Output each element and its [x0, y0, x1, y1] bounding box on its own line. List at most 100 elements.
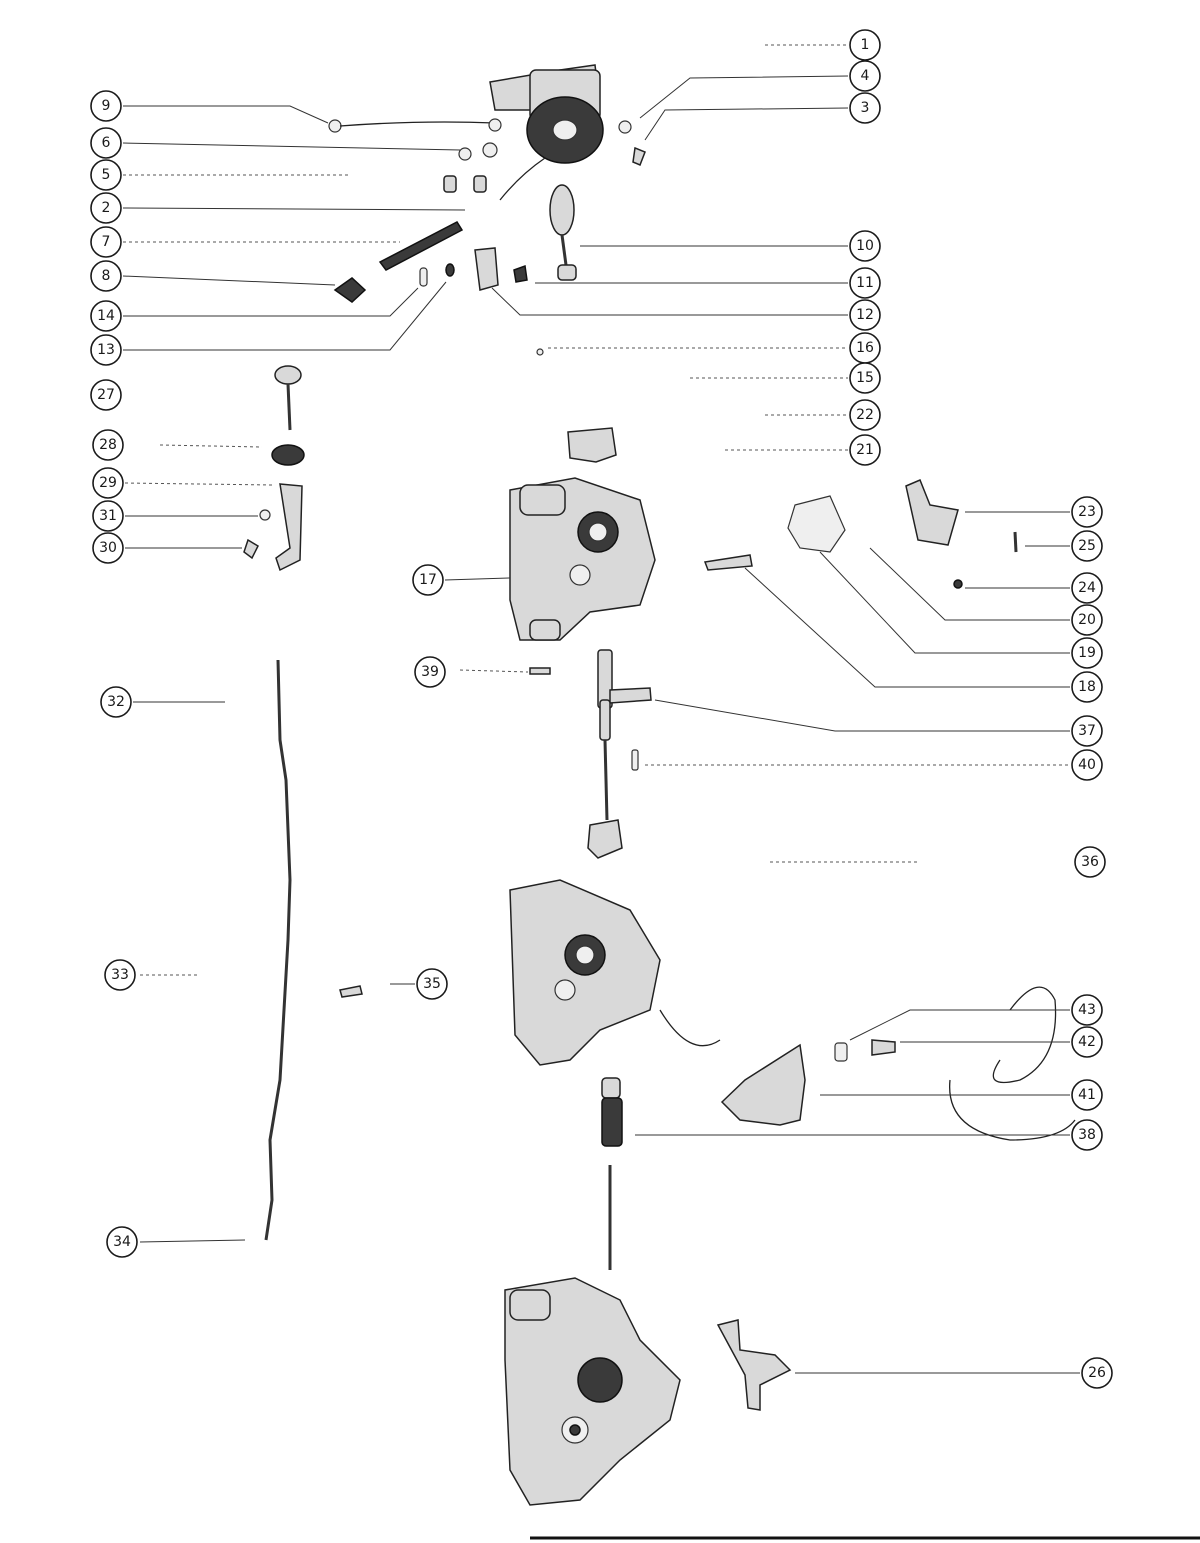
- svg-text:8: 8: [102, 268, 111, 284]
- callout-25: 25: [1071, 530, 1103, 562]
- callout-38: 38: [1071, 1119, 1103, 1151]
- svg-text:36: 36: [1081, 854, 1099, 870]
- svg-text:14: 14: [97, 308, 115, 324]
- svg-text:19: 19: [1078, 645, 1096, 661]
- lever: [275, 483, 303, 572]
- ground-wire: [328, 118, 502, 133]
- svg-text:35: 35: [423, 976, 441, 992]
- callouts: 1 4 3 9 6 5 2 7 8 14 13 10 11 12 16 15 2…: [90, 29, 1113, 1389]
- callout-19: 19: [1071, 637, 1103, 669]
- svg-text:13: 13: [97, 342, 115, 358]
- svg-text:39: 39: [421, 664, 439, 680]
- callout-5: 5: [90, 159, 122, 191]
- svg-text:15: 15: [856, 370, 874, 386]
- nuts: [458, 142, 498, 161]
- callout-36: 36: [1074, 846, 1106, 878]
- wire-loop: [949, 986, 1076, 1141]
- callout-23: 23: [1071, 496, 1103, 528]
- washer: [618, 120, 632, 134]
- callout-11: 11: [849, 267, 881, 299]
- callout-7: 7: [90, 226, 122, 258]
- callout-18: 18: [1071, 671, 1103, 703]
- svg-text:17: 17: [419, 572, 437, 588]
- callout-42: 42: [1071, 1026, 1103, 1058]
- link-rod: [587, 699, 623, 859]
- callout-15: 15: [849, 362, 881, 394]
- callout-27: 27: [90, 379, 122, 411]
- carburetor-bottom: [504, 1277, 681, 1506]
- callout-16: 16: [849, 332, 881, 364]
- leader-lines: [122, 44, 1080, 1374]
- svg-text:6: 6: [102, 135, 111, 151]
- svg-text:9: 9: [102, 98, 111, 114]
- callout-1: 1: [849, 29, 881, 61]
- svg-text:31: 31: [99, 508, 117, 524]
- callout-12: 12: [849, 299, 881, 331]
- svg-text:23: 23: [1078, 504, 1096, 520]
- svg-text:38: 38: [1078, 1127, 1096, 1143]
- callout-29: 29: [92, 467, 124, 499]
- callout-40: 40: [1071, 749, 1103, 781]
- washer-lever: [259, 509, 271, 521]
- svg-text:22: 22: [856, 407, 874, 423]
- callout-17: 17: [412, 564, 444, 596]
- svg-text:4: 4: [861, 68, 870, 84]
- callout-21: 21: [849, 434, 881, 466]
- washer-small: [536, 348, 544, 356]
- svg-text:34: 34: [113, 1234, 131, 1250]
- choke-knob-rod: [274, 365, 302, 431]
- callout-6: 6: [90, 127, 122, 159]
- svg-text:37: 37: [1078, 723, 1096, 739]
- svg-text:25: 25: [1078, 538, 1096, 554]
- svg-text:26: 26: [1088, 1365, 1106, 1381]
- callout-28: 28: [92, 429, 124, 461]
- callout-39: 39: [414, 656, 446, 688]
- svg-text:28: 28: [99, 437, 117, 453]
- callout-4: 4: [849, 60, 881, 92]
- svg-text:16: 16: [856, 340, 874, 356]
- spring: [513, 264, 528, 283]
- spring-coil: [271, 444, 305, 466]
- svg-text:32: 32: [107, 694, 125, 710]
- callout-35: 35: [416, 968, 448, 1000]
- callout-31: 31: [92, 500, 124, 532]
- screw-lever: [243, 538, 259, 560]
- callout-22: 22: [849, 399, 881, 431]
- e-ring: [445, 263, 455, 277]
- choke-solenoid: [489, 64, 604, 201]
- svg-text:29: 29: [99, 475, 117, 491]
- callout-20: 20: [1071, 604, 1103, 636]
- link: [474, 247, 499, 291]
- svg-text:33: 33: [111, 967, 129, 983]
- nut-24: [953, 579, 963, 589]
- shaft-38: [601, 1077, 623, 1270]
- nut-43: [834, 1042, 848, 1062]
- throttle-lever: [905, 479, 959, 546]
- callout-37: 37: [1071, 715, 1103, 747]
- svg-text:3: 3: [861, 100, 870, 116]
- svg-text:7: 7: [102, 234, 111, 250]
- sleeve: [378, 221, 464, 271]
- svg-text:11: 11: [856, 275, 874, 291]
- svg-text:21: 21: [856, 442, 874, 458]
- callout-9: 9: [90, 90, 122, 122]
- svg-text:24: 24: [1078, 580, 1096, 596]
- callout-24: 24: [1071, 572, 1103, 604]
- choke-bracket: [567, 427, 617, 463]
- carburetor-middle: [509, 879, 721, 1066]
- callout-26: 26: [1081, 1357, 1113, 1389]
- svg-text:20: 20: [1078, 612, 1096, 628]
- carburetor-top: [509, 477, 656, 641]
- throttle-shaft: [529, 649, 652, 709]
- svg-text:27: 27: [97, 387, 115, 403]
- plunger: [549, 184, 577, 281]
- callout-32: 32: [100, 686, 132, 718]
- svg-text:41: 41: [1078, 1087, 1096, 1103]
- svg-text:40: 40: [1078, 757, 1096, 773]
- svg-text:18: 18: [1078, 679, 1096, 695]
- callout-14: 14: [90, 300, 122, 332]
- lever-26: [716, 1319, 792, 1411]
- callout-30: 30: [92, 532, 124, 564]
- screw-42: [871, 1039, 896, 1056]
- clip: [333, 277, 367, 303]
